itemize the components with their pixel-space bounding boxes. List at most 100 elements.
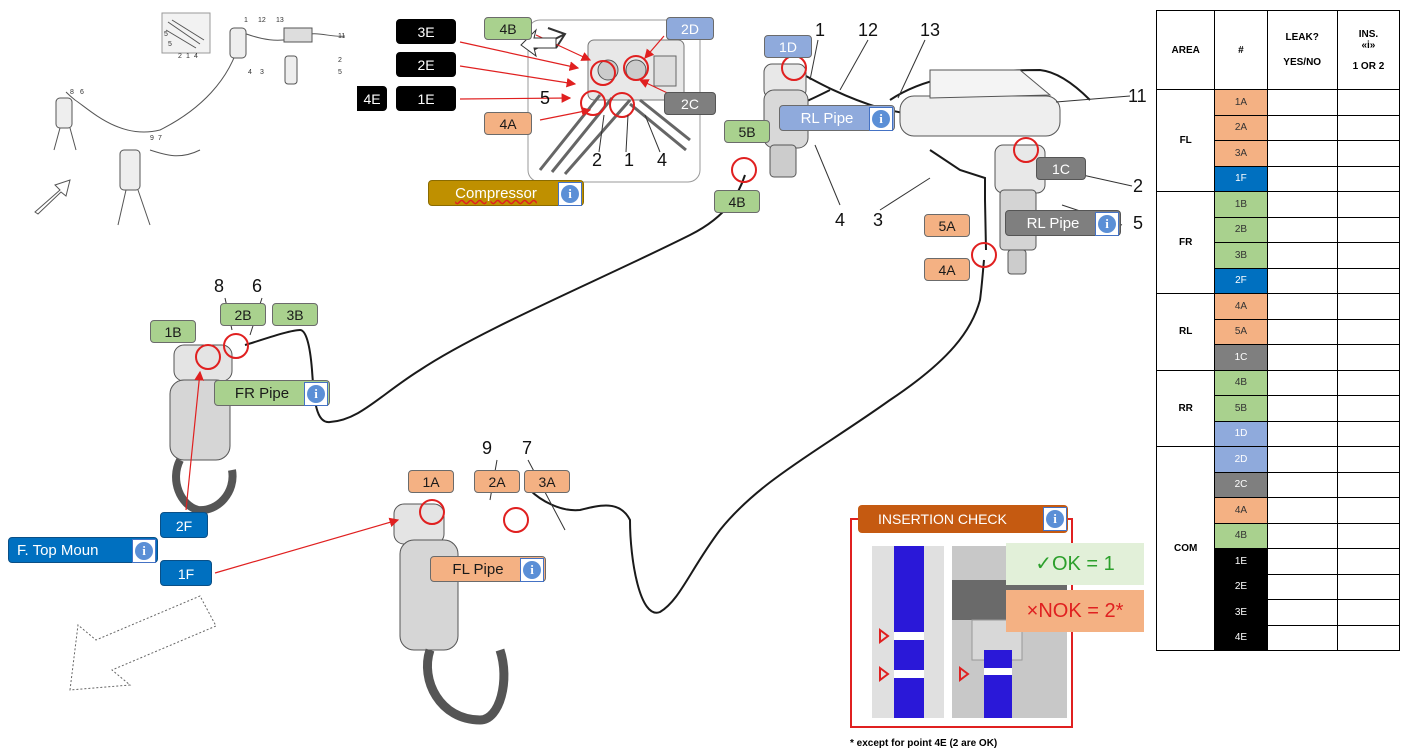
leak-cell[interactable]: [1266, 497, 1338, 524]
table-row: 4E: [1157, 624, 1401, 651]
front-top-mount-info-button[interactable]: F. Top Moun i: [8, 537, 158, 563]
insertion-cell[interactable]: [1336, 522, 1401, 549]
insertion-cell[interactable]: [1336, 89, 1401, 116]
leak-cell[interactable]: [1266, 522, 1338, 549]
fr-pipe-info-button[interactable]: FR Pipe i: [214, 380, 330, 406]
insertion-cell[interactable]: [1336, 471, 1401, 498]
fr-pipe-label: FR Pipe: [234, 385, 290, 402]
table-row: 1C: [1157, 344, 1401, 371]
leak-cell[interactable]: [1266, 446, 1338, 473]
leak-cell[interactable]: [1266, 420, 1338, 447]
callout-number: 2: [1133, 176, 1144, 196]
leak-cell[interactable]: [1266, 548, 1338, 575]
insertion-cell[interactable]: [1336, 420, 1401, 447]
table-row: 2F: [1157, 267, 1401, 294]
info-icon[interactable]: i: [1095, 212, 1119, 236]
thumb-num: 9: [150, 135, 154, 142]
insertion-cell[interactable]: [1336, 293, 1401, 320]
code-cell: 4E: [1214, 624, 1268, 651]
table-row: 1D: [1157, 420, 1401, 447]
leak-cell[interactable]: [1266, 242, 1338, 269]
leak-cell[interactable]: [1266, 140, 1338, 167]
leak-cell[interactable]: [1266, 165, 1338, 192]
info-icon[interactable]: i: [520, 558, 544, 582]
label-3E: 3E: [396, 19, 456, 44]
footnote: * except for point 4E (2 are OK): [850, 738, 998, 749]
air-suspension-diagram: 1 12 13 11 5 3 4 2 5 8 6 9 7 2 1 4 5: [34, 12, 1133, 725]
insertion-cell[interactable]: [1336, 165, 1401, 192]
rl-pipe-info-button[interactable]: RL Pipe i: [779, 105, 895, 131]
thumb-num: 4: [194, 53, 198, 60]
insertion-cell[interactable]: [1336, 191, 1401, 218]
insertion-check-title: INSERTION CHECK: [878, 511, 1007, 527]
header-number: #: [1214, 10, 1268, 90]
info-icon[interactable]: i: [1043, 507, 1067, 531]
insertion-cell[interactable]: [1336, 267, 1401, 294]
label-1A: 1A: [408, 470, 454, 493]
info-icon[interactable]: i: [869, 107, 893, 131]
leak-cell[interactable]: [1266, 191, 1338, 218]
thumb-num: 2: [338, 57, 342, 64]
code-cell: 2E: [1214, 573, 1268, 600]
insertion-cell[interactable]: [1336, 573, 1401, 600]
thumbnail-numbers: 1 12 13 11 5 3 4 2 5 8 6 9 7 2 1 4 5: [70, 17, 345, 142]
area-cell: RL: [1155, 293, 1216, 371]
overview-thumbnail: [53, 12, 346, 226]
code-cell: 1F: [1214, 165, 1268, 192]
insertion-cell[interactable]: [1336, 114, 1401, 141]
insertion-cell[interactable]: [1336, 369, 1401, 396]
leak-cell[interactable]: [1266, 395, 1338, 422]
leak-cell[interactable]: [1266, 293, 1338, 320]
info-icon[interactable]: i: [304, 382, 328, 406]
compressor-illustration: [527, 19, 701, 183]
insertion-cell[interactable]: [1336, 140, 1401, 167]
header-leak-title: LEAK?: [1285, 32, 1319, 43]
leak-cell[interactable]: [1266, 624, 1338, 651]
leak-cell[interactable]: [1266, 573, 1338, 600]
insertion-cell[interactable]: [1336, 548, 1401, 575]
callout-number: 8: [214, 276, 225, 296]
insertion-cell[interactable]: [1336, 344, 1401, 371]
rl-pipe-right-info-button[interactable]: RL Pipe i: [1005, 210, 1121, 236]
insertion-cell[interactable]: [1336, 216, 1401, 243]
insertion-cell[interactable]: [1336, 242, 1401, 269]
code-cell: 4B: [1214, 522, 1268, 549]
label-1C: 1C: [1036, 157, 1086, 180]
table-row: 2E: [1157, 573, 1401, 600]
insertion-cell[interactable]: [1336, 497, 1401, 524]
table-row: 3A: [1157, 140, 1401, 167]
header-leak: LEAK? YES/NO: [1266, 10, 1338, 90]
leak-cell[interactable]: [1266, 369, 1338, 396]
insertion-cell[interactable]: [1336, 624, 1401, 651]
leak-cell[interactable]: [1266, 471, 1338, 498]
fl-pipe-info-button[interactable]: FL Pipe i: [430, 556, 546, 582]
info-icon[interactable]: i: [558, 182, 582, 206]
insertion-cell[interactable]: [1336, 395, 1401, 422]
leak-cell[interactable]: [1266, 216, 1338, 243]
area-cell: RR: [1155, 369, 1216, 447]
leak-cell[interactable]: [1266, 599, 1338, 626]
insertion-cell[interactable]: [1336, 446, 1401, 473]
thumb-num: 5: [338, 69, 342, 76]
fl-pipe-label: FL Pipe: [452, 561, 504, 578]
table-row: 5A: [1157, 318, 1401, 345]
rl-strut-illustration: [899, 69, 1061, 275]
label-1D: 1D: [764, 35, 812, 58]
insertion-check-info-button[interactable]: INSERTION CHECK i: [858, 505, 1068, 533]
insertion-cell[interactable]: [1336, 599, 1401, 626]
insertion-cell[interactable]: [1336, 318, 1401, 345]
compressor-info-button[interactable]: Compressor i: [428, 180, 584, 206]
leak-cell[interactable]: [1266, 318, 1338, 345]
info-icon[interactable]: i: [132, 539, 156, 563]
label-2A: 2A: [474, 470, 520, 493]
table-header-row: AREA # LEAK? YES/NO INS. «i» 1 OR 2: [1155, 10, 1401, 90]
code-cell: 3E: [1214, 599, 1268, 626]
leak-cell[interactable]: [1266, 114, 1338, 141]
rl-pipe-label: RL Pipe: [800, 110, 854, 127]
leak-cell[interactable]: [1266, 267, 1338, 294]
leak-cell[interactable]: [1266, 344, 1338, 371]
fr-strut-illustration: [169, 344, 237, 515]
leak-cell[interactable]: [1266, 89, 1338, 116]
